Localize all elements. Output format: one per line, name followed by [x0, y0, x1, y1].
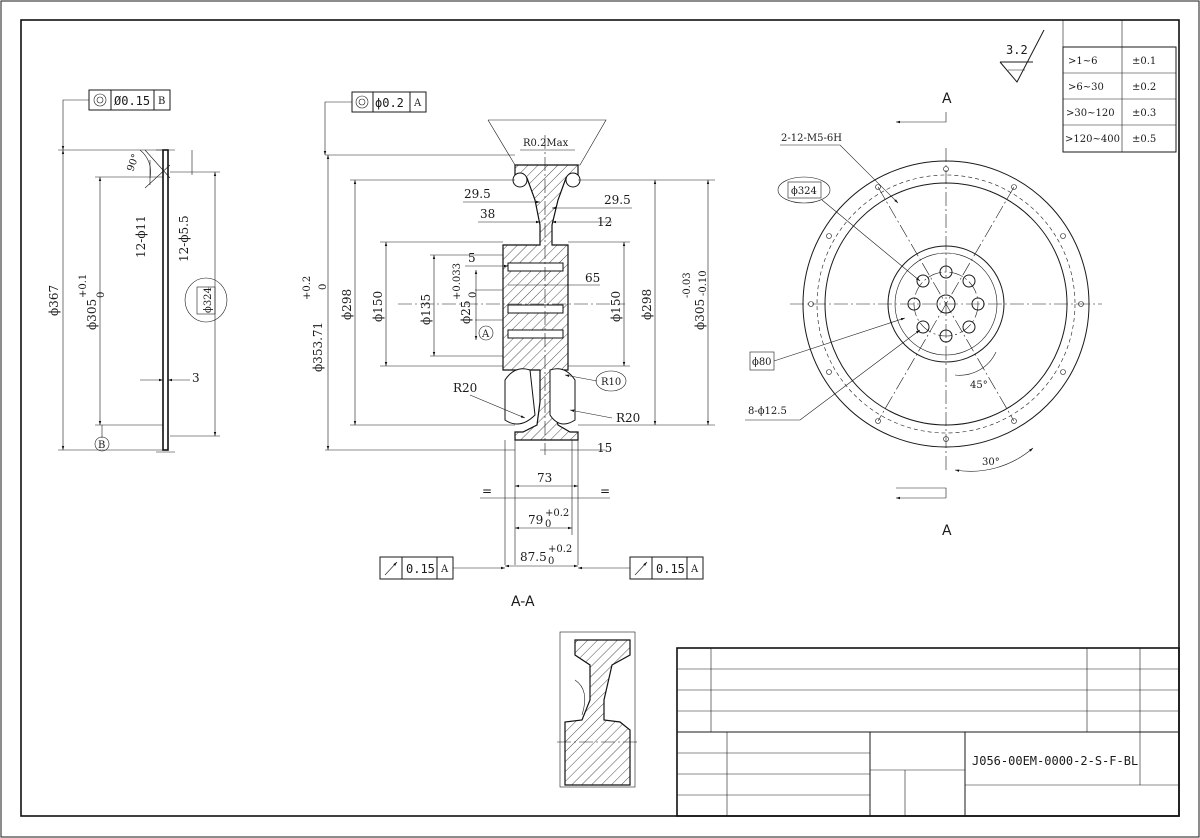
datum-a	[478, 325, 494, 341]
dim-holes-5-5: 12-ϕ5.5	[177, 215, 191, 262]
dim-r20-left: R20	[453, 381, 477, 395]
dim-305: ϕ305	[85, 299, 99, 330]
svg-text:-0.10: -0.10	[698, 270, 709, 296]
dim-353-71: ϕ353.71	[311, 322, 325, 372]
inner-border	[20, 19, 1180, 817]
dim-150-left: ϕ150	[371, 291, 385, 322]
svg-text:0: 0	[545, 519, 551, 530]
dim-73: 73	[537, 471, 552, 485]
svg-text:A: A	[690, 564, 699, 575]
svg-text:0: 0	[318, 284, 329, 290]
drawing-number: J056-00EM-0000-2-S-F-BL	[972, 754, 1138, 768]
svg-text:A: A	[413, 98, 422, 109]
dim-367: ϕ367	[47, 285, 61, 316]
tol-value-2: ±0.2	[1132, 82, 1156, 93]
left-side-view: ϕ367 ϕ305 +0.1 0 12-ϕ11 12-ϕ5.5 90° ϕ324…	[47, 89, 228, 453]
dim-angle-90: 90°	[125, 153, 141, 173]
dim-threads-m5: 2-12-M5-6H	[781, 133, 842, 144]
svg-text:+0.2: +0.2	[302, 276, 313, 300]
dim-15: 15	[597, 441, 612, 455]
dim-holes-11: 12-ϕ11	[134, 215, 148, 258]
tol-value-3: ±0.3	[1132, 108, 1156, 119]
tol-value-1: ±0.1	[1132, 56, 1156, 67]
fcf-runout-left: 0.15 A	[379, 556, 505, 580]
surface-finish-symbol: 3.2	[999, 29, 1045, 83]
tol-range-4: >120~400	[1065, 134, 1120, 145]
cut-mark-a-top: A	[942, 91, 952, 107]
dim-r0-2-max: R0.2Max	[523, 138, 569, 149]
dim-65: 65	[585, 271, 600, 285]
tol-range-3: >30~120	[1066, 108, 1115, 119]
dim-324-front: ϕ324	[791, 186, 817, 197]
dim-305-tol-up: +0.1	[78, 274, 89, 298]
tool-outline	[487, 119, 607, 166]
dim-angle-45: 45°	[970, 380, 988, 391]
dim-thickness-3: 3	[192, 371, 200, 385]
svg-text:A: A	[481, 329, 490, 340]
dim-150-right: ϕ150	[609, 291, 623, 322]
svg-text:B: B	[98, 440, 105, 451]
front-view: A A 2-12-M5-6H ϕ324 ϕ80 8-ϕ12.5 45° 30°	[745, 91, 1102, 539]
fcf-left-concentricity: Ø0.15 B	[61, 89, 171, 150]
cut-mark-a-bottom: A	[942, 523, 952, 539]
dim-holes-12-5: 8-ϕ12.5	[748, 406, 787, 417]
dim-12: 12	[597, 215, 612, 229]
svg-text:Ø0.15: Ø0.15	[114, 94, 150, 108]
dim-29-5-left: 29.5	[464, 187, 491, 201]
dim-80: ϕ80	[752, 357, 772, 368]
svg-text:0.15: 0.15	[406, 562, 435, 576]
dim-324: ϕ324	[203, 287, 214, 313]
side-plate	[162, 149, 169, 451]
svg-text:+0.2: +0.2	[548, 544, 572, 555]
svg-text:=: =	[482, 484, 492, 498]
dim-angle-30: 30°	[982, 457, 1000, 468]
dim-135: ϕ135	[419, 294, 433, 325]
dim-298-left: ϕ298	[340, 289, 354, 320]
fcf-runout-right: 0.15 A	[578, 556, 704, 580]
svg-text:+0.2: +0.2	[545, 508, 569, 519]
tolerance-table: >1~6 ±0.1 >6~30 ±0.2 >30~120 ±0.3 >120~4…	[1062, 20, 1177, 153]
section-label-a-a: A-A	[511, 594, 535, 610]
dim-298-right: ϕ298	[640, 289, 654, 320]
svg-text:A: A	[440, 564, 449, 575]
dim-87-5: 87.5	[520, 550, 547, 564]
title-block: J056-00EM-0000-2-S-F-BL	[676, 647, 1180, 817]
fcf-section-concentricity: ϕ0.2 A	[323, 91, 427, 155]
detail-view	[557, 631, 640, 788]
dim-5: 5	[468, 251, 476, 265]
svg-text:-0.03: -0.03	[682, 272, 693, 298]
ref-324-bubble	[184, 277, 228, 323]
section-view: ϕ353.71 +0.2 0 ϕ298 ϕ150 ϕ135 ϕ25 +0.033…	[302, 91, 715, 610]
svg-text:3.2: 3.2	[1006, 43, 1028, 57]
tol-range-2: >6~30	[1068, 82, 1104, 93]
dim-r10: R10	[601, 377, 621, 388]
svg-text:B: B	[158, 96, 165, 107]
svg-text:=: =	[600, 484, 610, 498]
dim-25: ϕ25	[459, 301, 473, 324]
dim-r20-right: R20	[616, 411, 640, 425]
svg-text:0: 0	[548, 556, 554, 567]
dim-79: 79	[528, 513, 543, 527]
dim-38: 38	[480, 207, 495, 221]
dim-305-tol-lo: 0	[96, 292, 107, 298]
dim-305-right: ϕ305	[693, 299, 707, 330]
dim-29-5-right: 29.5	[604, 193, 631, 207]
svg-text:ϕ0.2: ϕ0.2	[375, 96, 404, 110]
svg-text:0: 0	[468, 292, 479, 298]
svg-text:0.15: 0.15	[656, 562, 685, 576]
tol-range-1: >1~6	[1068, 56, 1097, 67]
svg-text:+0.033: +0.033	[452, 263, 463, 300]
tol-value-4: ±0.5	[1132, 134, 1156, 145]
datum-b	[94, 436, 110, 452]
